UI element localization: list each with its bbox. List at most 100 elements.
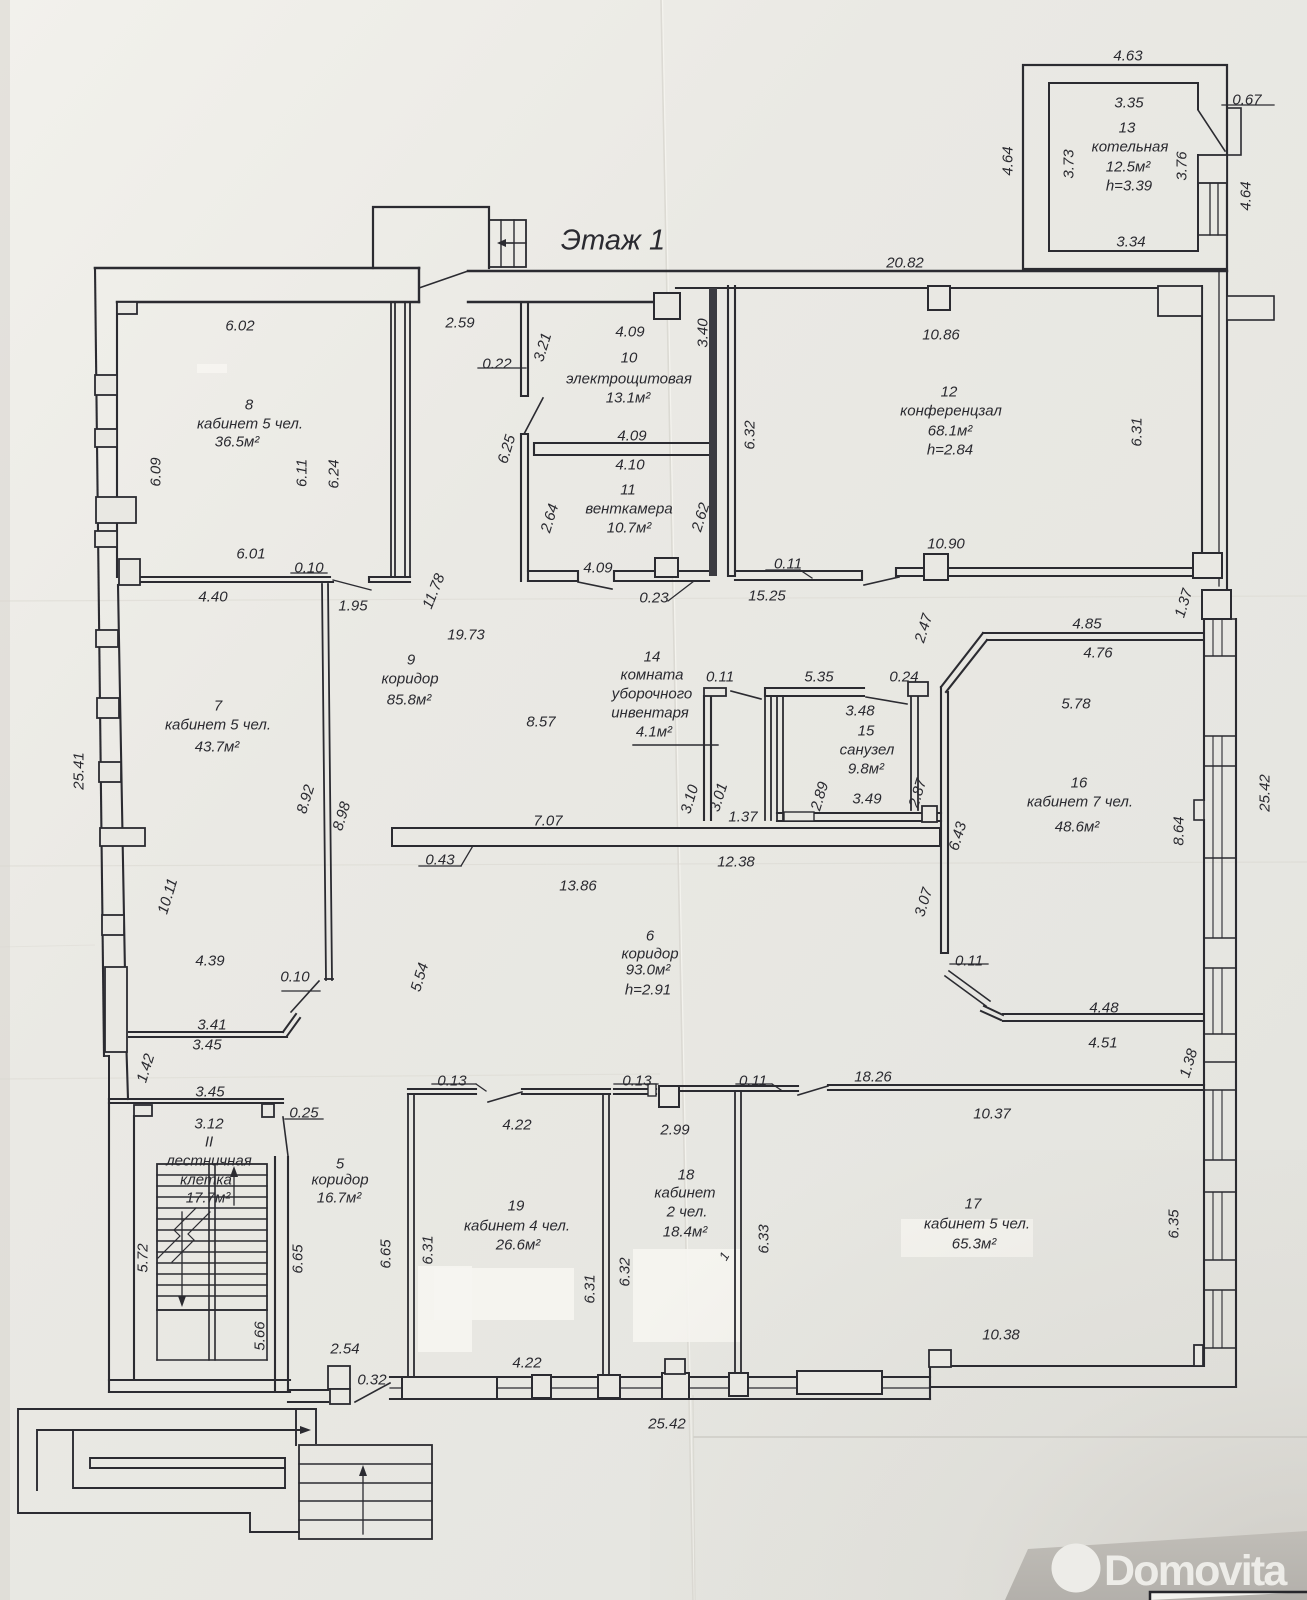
svg-text:18.26: 18.26: [854, 1068, 892, 1085]
svg-text:18: 18: [678, 1166, 695, 1183]
svg-text:электрощитовая: электрощитовая: [566, 370, 692, 387]
svg-text:3.34: 3.34: [1116, 233, 1145, 250]
svg-text:Domovita: Domovita: [1104, 1547, 1288, 1595]
svg-text:12: 12: [941, 383, 958, 400]
svg-text:0.24: 0.24: [889, 668, 918, 685]
svg-text:6.01: 6.01: [236, 545, 265, 562]
svg-text:6.31: 6.31: [581, 1274, 598, 1303]
svg-text:4.22: 4.22: [502, 1116, 532, 1133]
svg-text:Этаж 1: Этаж 1: [561, 224, 665, 256]
svg-text:4.09: 4.09: [615, 323, 645, 340]
svg-text:5.72: 5.72: [134, 1243, 151, 1273]
svg-text:6.32: 6.32: [741, 420, 758, 450]
svg-text:10.37: 10.37: [973, 1105, 1011, 1122]
svg-text:3.45: 3.45: [195, 1083, 225, 1100]
svg-text:коридор: коридор: [381, 670, 438, 687]
svg-text:6.24: 6.24: [325, 459, 342, 488]
svg-text:0.11: 0.11: [774, 555, 802, 572]
svg-text:85.8м²: 85.8м²: [387, 691, 432, 708]
svg-text:18.4м²: 18.4м²: [663, 1223, 708, 1240]
svg-text:13.1м²: 13.1м²: [606, 389, 651, 406]
svg-text:6.32: 6.32: [616, 1257, 633, 1287]
svg-text:8: 8: [245, 396, 254, 413]
svg-text:6.31: 6.31: [419, 1235, 436, 1264]
svg-text:6.02: 6.02: [225, 317, 255, 334]
svg-text:санузел: санузел: [840, 741, 895, 758]
svg-text:3.40: 3.40: [694, 318, 711, 348]
svg-text:4.1м²: 4.1м²: [636, 723, 673, 740]
svg-text:0.22: 0.22: [482, 355, 512, 372]
svg-text:коридор: коридор: [311, 1171, 368, 1188]
svg-text:4.09: 4.09: [583, 559, 613, 576]
svg-text:7: 7: [214, 697, 223, 714]
svg-text:25.41: 25.41: [70, 752, 87, 791]
svg-text:16.7м²: 16.7м²: [317, 1189, 362, 1206]
svg-text:0.11: 0.11: [739, 1072, 767, 1089]
svg-text:h=2.91: h=2.91: [625, 981, 671, 998]
svg-text:0.11: 0.11: [955, 952, 983, 969]
svg-text:0.10: 0.10: [294, 559, 324, 576]
svg-text:15: 15: [858, 722, 875, 739]
svg-text:17.7м²: 17.7м²: [186, 1189, 231, 1206]
svg-text:0.10: 0.10: [280, 968, 310, 985]
svg-text:кабинет 5 чел.: кабинет 5 чел.: [924, 1215, 1030, 1232]
svg-text:0.23: 0.23: [639, 589, 669, 606]
svg-text:11: 11: [620, 481, 636, 498]
svg-text:кабинет 5 чел.: кабинет 5 чел.: [197, 415, 303, 432]
svg-text:6.09: 6.09: [147, 457, 164, 487]
svg-text:4.64: 4.64: [1237, 181, 1254, 210]
svg-text:12.38: 12.38: [717, 853, 755, 870]
svg-text:h=3.39: h=3.39: [1106, 177, 1153, 194]
svg-text:26.6м²: 26.6м²: [495, 1236, 541, 1253]
svg-text:0.25: 0.25: [289, 1104, 319, 1121]
svg-text:10.38: 10.38: [982, 1326, 1020, 1343]
svg-text:25.42: 25.42: [647, 1415, 686, 1432]
svg-text:4.39: 4.39: [195, 952, 225, 969]
svg-text:кабинет: кабинет: [654, 1184, 715, 1201]
svg-text:коридор: коридор: [621, 945, 678, 962]
svg-text:12.5м²: 12.5м²: [1106, 158, 1151, 175]
svg-text:25.42: 25.42: [1256, 774, 1273, 813]
svg-text:котельная: котельная: [1092, 138, 1169, 155]
svg-text:3.41: 3.41: [197, 1016, 226, 1033]
svg-text:6: 6: [646, 927, 655, 944]
svg-text:2.99: 2.99: [659, 1121, 690, 1138]
svg-text:лестничная: лестничная: [165, 1152, 252, 1169]
svg-text:h=2.84: h=2.84: [927, 441, 973, 458]
svg-text:1.95: 1.95: [338, 597, 368, 614]
svg-text:0.13: 0.13: [622, 1072, 652, 1089]
svg-text:II: II: [205, 1133, 213, 1150]
svg-text:6.33: 6.33: [755, 1224, 772, 1254]
svg-text:3.76: 3.76: [1173, 151, 1190, 181]
svg-text:43.7м²: 43.7м²: [195, 738, 240, 755]
svg-text:10.7м²: 10.7м²: [607, 519, 652, 536]
svg-text:уборочного: уборочного: [611, 685, 693, 702]
svg-text:венткамера: венткамера: [585, 500, 672, 517]
svg-text:3.35: 3.35: [1114, 94, 1144, 111]
svg-text:3.12: 3.12: [194, 1115, 224, 1132]
svg-text:6.31: 6.31: [1128, 417, 1145, 446]
svg-text:7.07: 7.07: [533, 812, 563, 829]
svg-text:кабинет 5 чел.: кабинет 5 чел.: [165, 716, 271, 733]
svg-text:0.67: 0.67: [1232, 91, 1262, 108]
svg-text:3.48: 3.48: [845, 702, 875, 719]
svg-text:6.65: 6.65: [289, 1244, 306, 1274]
svg-text:4.10: 4.10: [615, 456, 645, 473]
svg-text:4.40: 4.40: [198, 588, 228, 605]
svg-text:17: 17: [965, 1195, 982, 1212]
svg-text:5: 5: [336, 1155, 345, 1172]
svg-text:13: 13: [1119, 119, 1136, 136]
svg-text:3.49: 3.49: [852, 790, 882, 807]
svg-text:4.48: 4.48: [1089, 999, 1119, 1016]
svg-text:0.32: 0.32: [357, 1371, 387, 1388]
svg-text:5.78: 5.78: [1061, 695, 1091, 712]
svg-text:15.25: 15.25: [748, 587, 786, 604]
svg-text:1.37: 1.37: [728, 808, 758, 825]
svg-text:93.0м²: 93.0м²: [626, 961, 671, 978]
svg-text:2 чел.: 2 чел.: [666, 1203, 708, 1220]
svg-text:кабинет 7 чел.: кабинет 7 чел.: [1027, 793, 1133, 810]
svg-text:16: 16: [1071, 774, 1088, 791]
svg-text:8.64: 8.64: [1170, 816, 1187, 845]
svg-text:4.85: 4.85: [1072, 615, 1102, 632]
svg-text:5.66: 5.66: [251, 1321, 268, 1351]
